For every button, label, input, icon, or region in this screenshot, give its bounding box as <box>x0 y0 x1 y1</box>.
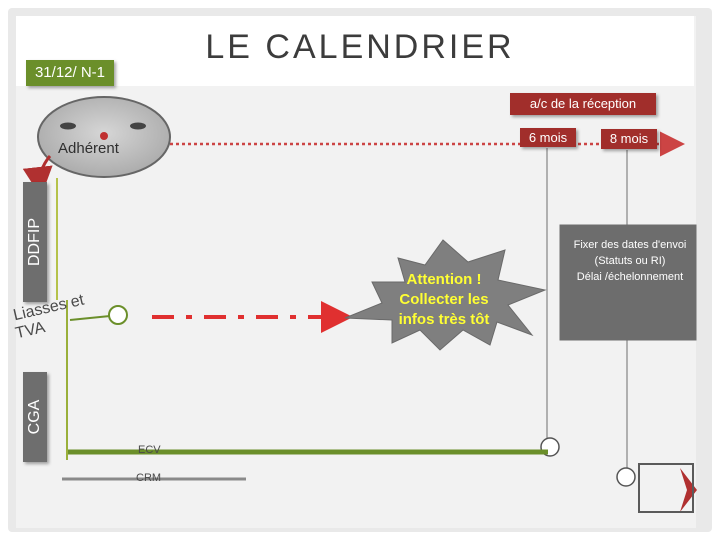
fixer-note-line: Délai /échelonnement <box>565 269 695 285</box>
attention-line: Collecter les <box>380 290 508 310</box>
page-title: LE CALENDRIER <box>200 28 520 67</box>
ecv-label: ECV <box>138 443 161 457</box>
adherent-label: Adhérent <box>58 140 119 157</box>
eight-mois-end-marker <box>617 468 635 486</box>
reception-label: a/c de la réception <box>510 93 656 115</box>
attention-text: Attention ! Collecter les infos très tôt <box>380 270 508 330</box>
fixer-note-line: Fixer des dates d'envoi <box>565 237 695 253</box>
cga-label: CGA <box>26 400 44 435</box>
ddfip-label-box: DDFIP <box>23 182 47 302</box>
attention-line: Attention ! <box>380 270 508 290</box>
eight-mois-label: 8 mois <box>601 129 657 149</box>
adherent-head-icon <box>38 97 170 177</box>
ddfip-label: DDFIP <box>26 218 44 266</box>
attention-line: infos très tôt <box>380 310 508 330</box>
next-slide-button[interactable] <box>638 463 694 513</box>
six-mois-label: 6 mois <box>520 128 576 147</box>
fixer-note-line: (Statuts ou RI) <box>565 253 695 269</box>
cotisations-marker <box>109 306 127 324</box>
crm-label: CRM <box>136 471 161 485</box>
date-badge: 31/12/ N-1 <box>26 60 114 86</box>
fixer-note-text: Fixer des dates d'envoi (Statuts ou RI) … <box>565 237 695 285</box>
cga-label-box: CGA <box>23 372 47 462</box>
